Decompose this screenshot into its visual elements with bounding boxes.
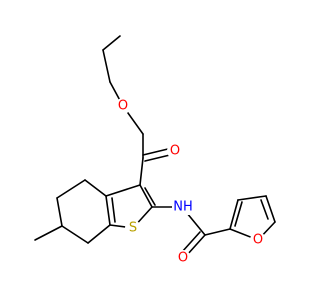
bond-carbonyl-furan	[204, 228, 231, 236]
bond-furan-c4-c5-inner	[260, 199, 269, 220]
bond-c3a-c3	[105, 184, 141, 197]
bond-furan-c2-c3	[229, 199, 239, 230]
bond-furan-c3-c4	[237, 195, 267, 201]
atom-label-nh: NH	[173, 200, 193, 215]
bond-c3a-c4	[84, 179, 107, 197]
molecule-canvas: O O NH S O O	[34, 35, 276, 266]
atom-carbonyl-oxygen: O	[167, 143, 183, 159]
bond-propyl-2	[102, 49, 111, 83]
bond-c3-c2-inner	[144, 187, 156, 206]
atom-thiophene-sulfur: S	[125, 220, 141, 236]
bond-c7a-c3a-inner	[111, 197, 116, 223]
bond-c5-c6	[56, 197, 63, 227]
bond-furan-c4-c5	[265, 195, 276, 223]
atom-amide-nitrogen: NH	[172, 199, 194, 215]
bond-c4-c5	[56, 179, 86, 199]
bond-c3-ester	[139, 157, 144, 186]
atom-furan-oxygen: O	[250, 232, 266, 248]
bond-amide-c-o-2	[181, 231, 201, 253]
bond-c7a-c3a	[105, 195, 111, 226]
structure-diagram: O O NH S O O	[34, 35, 276, 266]
atom-label-amide-oxygen: O	[178, 251, 188, 266]
bond-ester-c-o-double-1	[142, 147, 173, 156]
atom-label-sulfur: S	[129, 221, 137, 236]
bond-c3-c2	[139, 184, 153, 208]
atom-label-carbonyl-oxygen: O	[170, 144, 180, 159]
bond-propyl-1	[102, 35, 121, 51]
atom-labels: O O NH S O O	[115, 98, 266, 266]
bond-amide-c-o-1	[186, 234, 206, 256]
bond-furan-c2-c3-inner	[234, 201, 243, 227]
bond-c6-c7	[61, 225, 89, 244]
bonds	[34, 35, 276, 256]
atom-label-ether-oxygen: O	[118, 99, 128, 114]
atom-amide-oxygen: O	[175, 250, 191, 266]
bond-c7-c7a	[87, 224, 111, 244]
bond-c6-methyl	[34, 225, 63, 241]
atom-label-furan-oxygen: O	[253, 233, 263, 248]
atom-ether-oxygen: O	[115, 98, 131, 114]
